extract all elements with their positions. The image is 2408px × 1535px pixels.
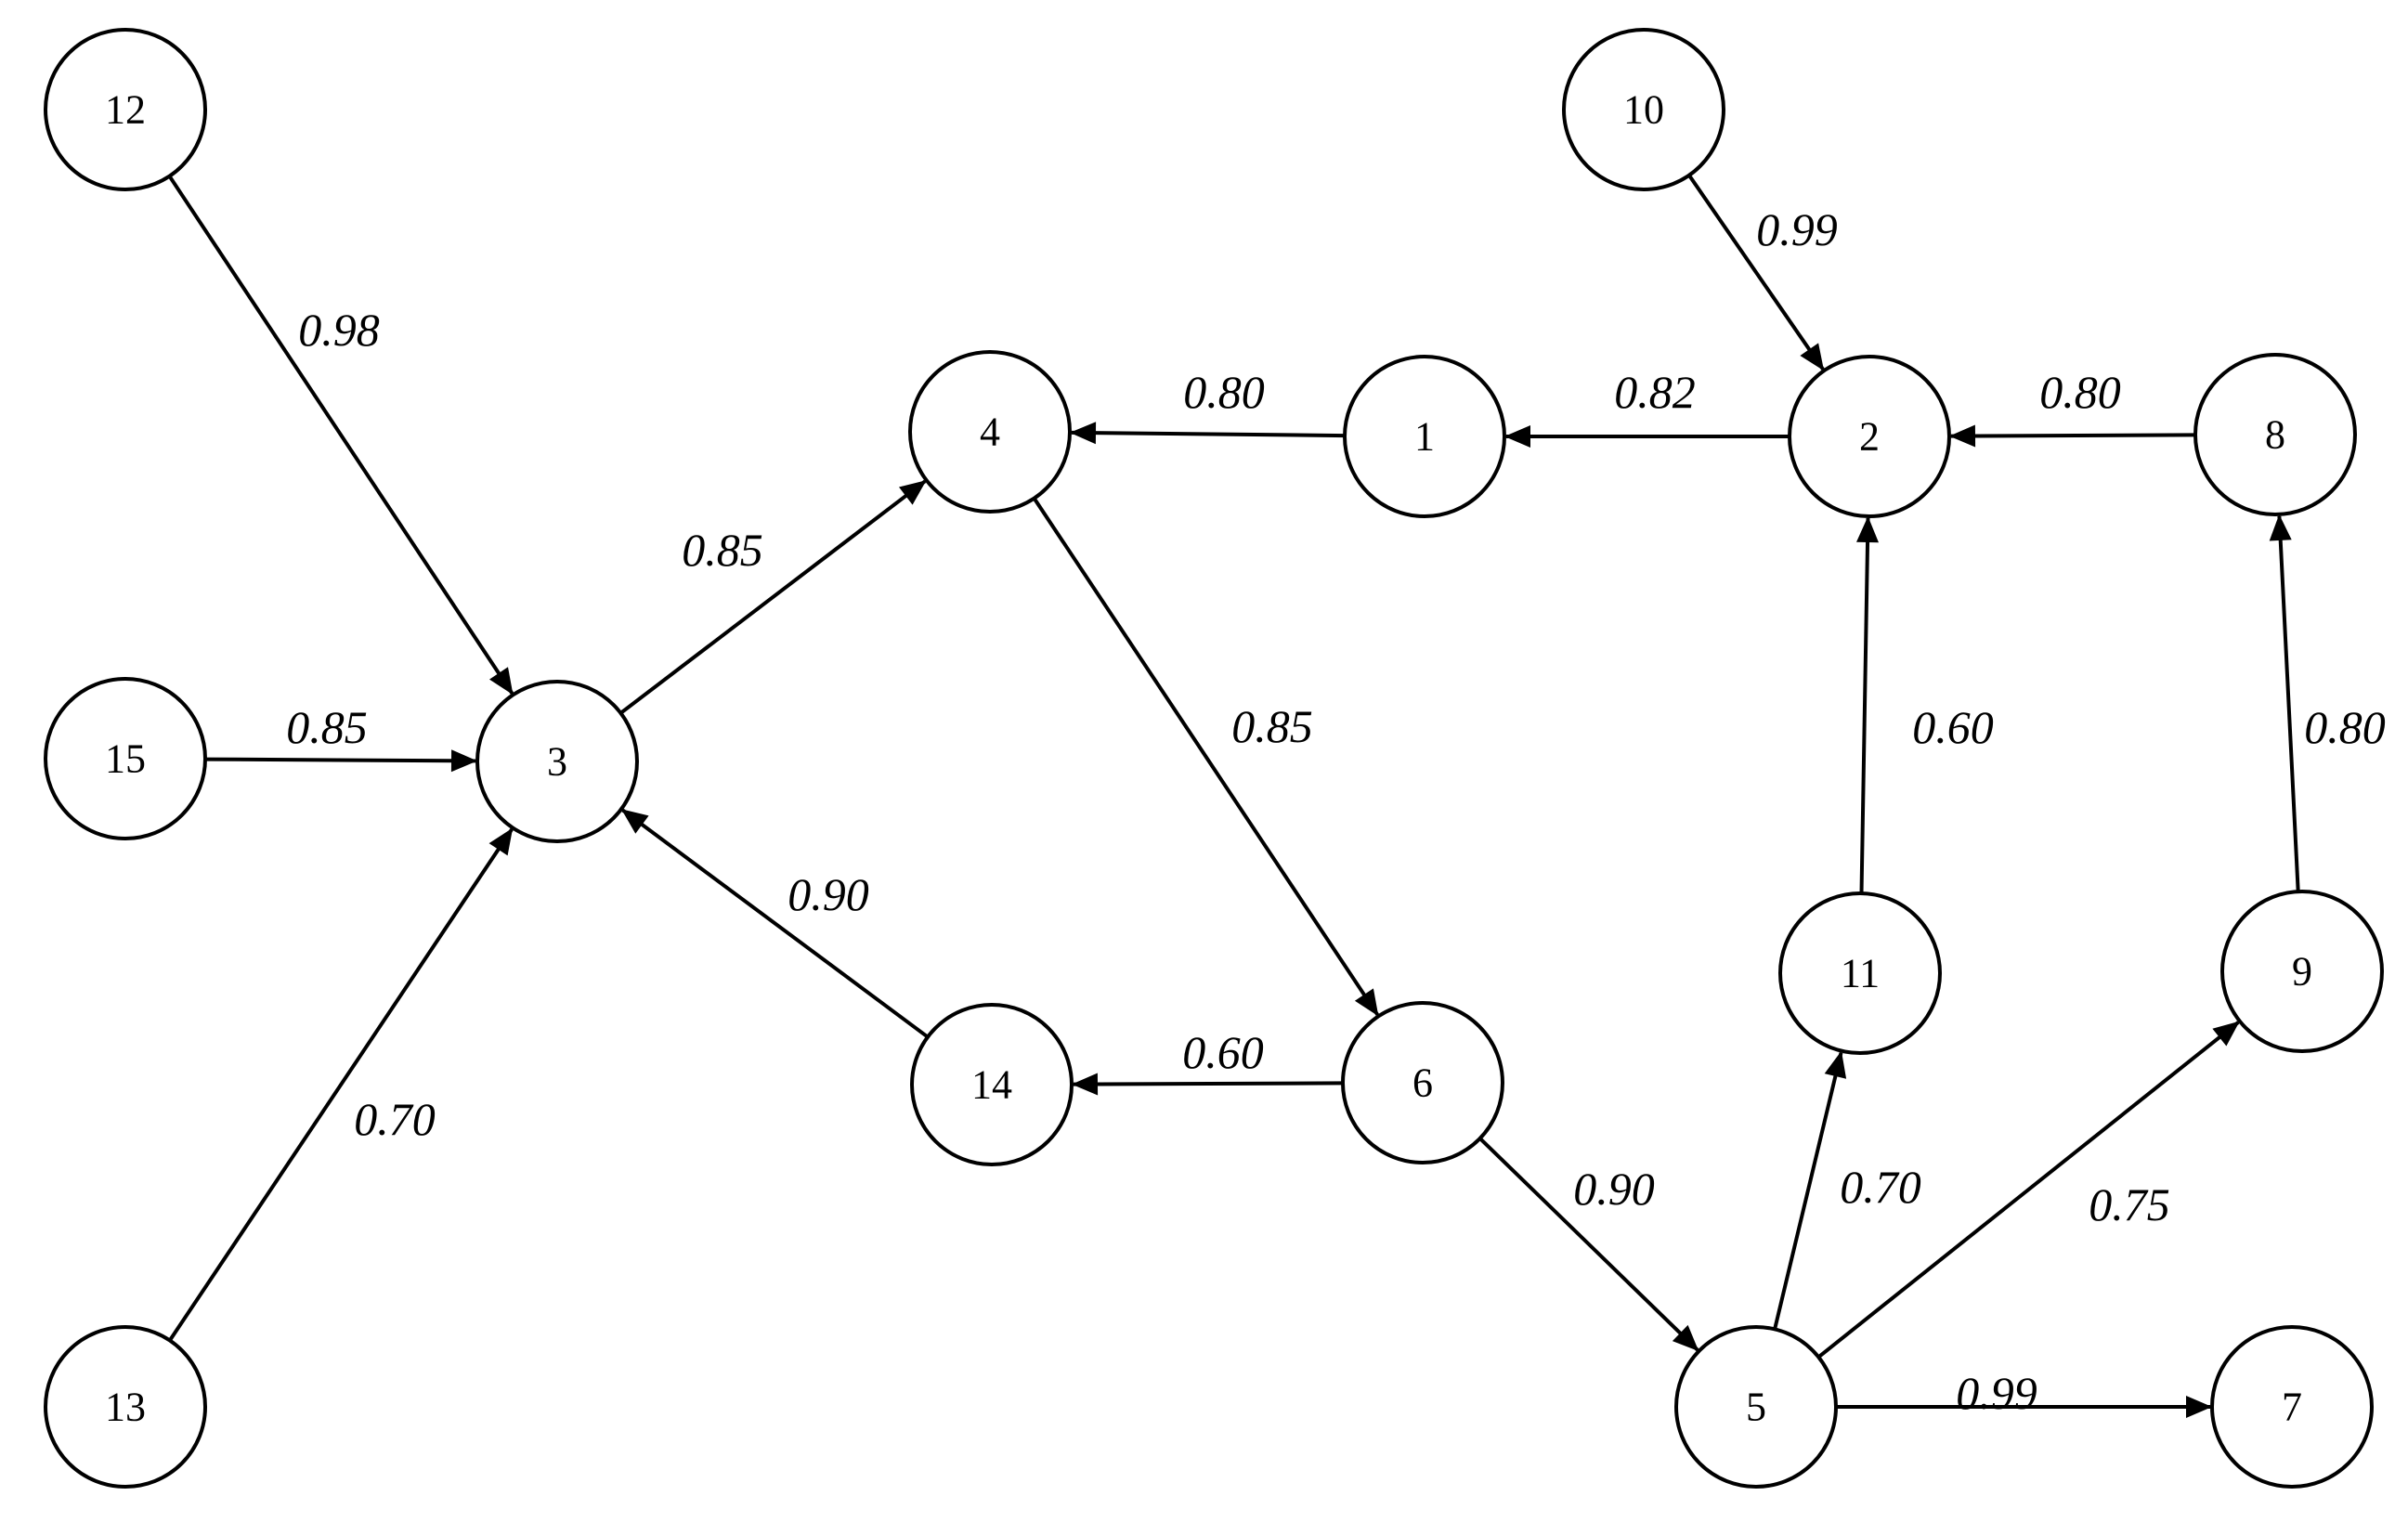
node-11: 11 [1778, 891, 1942, 1055]
node-label: 8 [2265, 412, 2285, 458]
node-7: 7 [2210, 1325, 2374, 1489]
edge-3-to-4 [619, 479, 927, 715]
arrowhead-10-to-2 [1800, 343, 1825, 371]
arrowhead-5-to-11 [1824, 1050, 1847, 1079]
arrowhead-4-to-6 [1354, 988, 1379, 1017]
node-label: 12 [105, 87, 146, 133]
edge-weight-4-to-6: 0.85 [1231, 700, 1313, 752]
edges-layer [167, 174, 2300, 1418]
node-label: 9 [2292, 949, 2312, 995]
node-circle [475, 680, 639, 843]
edge-4-to-6 [1032, 497, 1379, 1016]
edge-weight-5-to-7: 0.99 [1956, 1367, 2037, 1419]
arrowhead-1-to-4 [1070, 422, 1097, 445]
edge-weight-6-to-14: 0.60 [1182, 1026, 1264, 1078]
edge-weight-9-to-8: 0.80 [2304, 701, 2386, 753]
node-1: 1 [1343, 355, 1506, 518]
arrowhead-6-to-5 [1672, 1324, 1699, 1352]
node-10: 10 [1562, 28, 1725, 191]
arrowhead-5-to-7 [2186, 1396, 2212, 1418]
edge-12-to-3 [167, 175, 514, 695]
edge-10-to-2 [1687, 174, 1825, 371]
edge-8-to-2 [1950, 433, 2196, 438]
arrowhead-14-to-3 [621, 809, 649, 834]
node-label: 5 [1746, 1385, 1766, 1430]
edge-weight-14-to-3: 0.90 [787, 868, 869, 920]
edge-labels-layer: 0.98 0.85 0.70 0.90 0.85 0.80 0.82 0.99 0.80 0.60… [286, 203, 2386, 1419]
node-9: 9 [2220, 890, 2384, 1053]
edge-weight-1-to-4: 0.80 [1183, 366, 1265, 418]
edge-15-to-3 [204, 757, 476, 763]
arrowhead-9-to-8 [2269, 514, 2292, 541]
node-label: 2 [1859, 414, 1880, 460]
node-circle [1778, 891, 1942, 1055]
node-circle [1674, 1325, 1838, 1489]
node-label: 3 [547, 739, 567, 785]
arrowhead-3-to-4 [899, 480, 927, 505]
node-circle [1343, 355, 1506, 518]
node-label: 1 [1414, 414, 1435, 460]
arrowhead-2-to-1 [1504, 425, 1530, 448]
node-label: 11 [1841, 951, 1880, 996]
node-circle [44, 1325, 207, 1489]
node-13: 13 [44, 1325, 207, 1489]
node-label: 14 [971, 1062, 1012, 1108]
arrowhead-5-to-9 [2212, 1021, 2240, 1047]
edge-6-to-14 [1073, 1081, 1344, 1086]
edge-6-to-5 [1478, 1137, 1699, 1352]
arrowhead-15-to-3 [450, 749, 477, 773]
edge-weight-8-to-2: 0.80 [2039, 366, 2121, 418]
edge-weight-5-to-9: 0.75 [2089, 1178, 2170, 1230]
node-6: 6 [1341, 1001, 1504, 1164]
edge-1-to-4 [1071, 430, 1346, 438]
arrowhead-12-to-3 [489, 667, 514, 696]
node-4: 4 [908, 350, 1072, 514]
arrowhead-13-to-3 [488, 827, 514, 856]
node-circle [910, 1003, 1074, 1166]
node-circle [44, 28, 207, 191]
arrowhead-6-to-14 [1072, 1073, 1099, 1096]
node-12: 12 [44, 28, 207, 191]
node-circle [44, 677, 207, 840]
edge-weight-13-to-3: 0.70 [354, 1093, 436, 1145]
node-circle [2220, 890, 2384, 1053]
node-3: 3 [475, 680, 639, 843]
node-15: 15 [44, 677, 207, 840]
node-label: 7 [2282, 1385, 2302, 1430]
node-circle [1788, 355, 1951, 518]
arrowhead-11-to-2 [1856, 516, 1879, 543]
edge-weight-3-to-4: 0.85 [682, 524, 763, 576]
node-label: 13 [105, 1385, 146, 1430]
edge-5-to-9 [1816, 1021, 2240, 1359]
node-5: 5 [1674, 1325, 1838, 1489]
edge-weight-5-to-11: 0.70 [1840, 1161, 1921, 1213]
edge-weight-10-to-2: 0.99 [1756, 203, 1838, 255]
edge-weight-15-to-3: 0.85 [286, 701, 368, 753]
edge-13-to-3 [168, 827, 514, 1342]
node-14: 14 [910, 1003, 1074, 1166]
edge-11-to-2 [1859, 517, 1870, 894]
node-label: 6 [1412, 1060, 1433, 1106]
edge-weight-12-to-3: 0.98 [298, 304, 380, 356]
node-circle [1562, 28, 1725, 191]
node-label: 10 [1623, 87, 1664, 133]
node-circle [2210, 1325, 2374, 1489]
node-label: 15 [105, 736, 146, 782]
arrowhead-8-to-2 [1949, 424, 1976, 448]
edge-weight-11-to-2: 0.60 [1912, 701, 1994, 753]
node-8: 8 [2193, 353, 2357, 516]
edge-weight-2-to-1: 0.82 [1614, 366, 1696, 418]
node-label: 4 [980, 410, 1000, 455]
node-circle [908, 350, 1072, 514]
edge-weight-6-to-5: 0.90 [1573, 1163, 1655, 1215]
node-circle [1341, 1001, 1504, 1164]
edge-14-to-3 [621, 808, 930, 1039]
node-2: 2 [1788, 355, 1951, 518]
node-circle [2193, 353, 2357, 516]
edge-9-to-8 [2277, 515, 2300, 892]
edge-5-to-11 [1773, 1052, 1843, 1330]
